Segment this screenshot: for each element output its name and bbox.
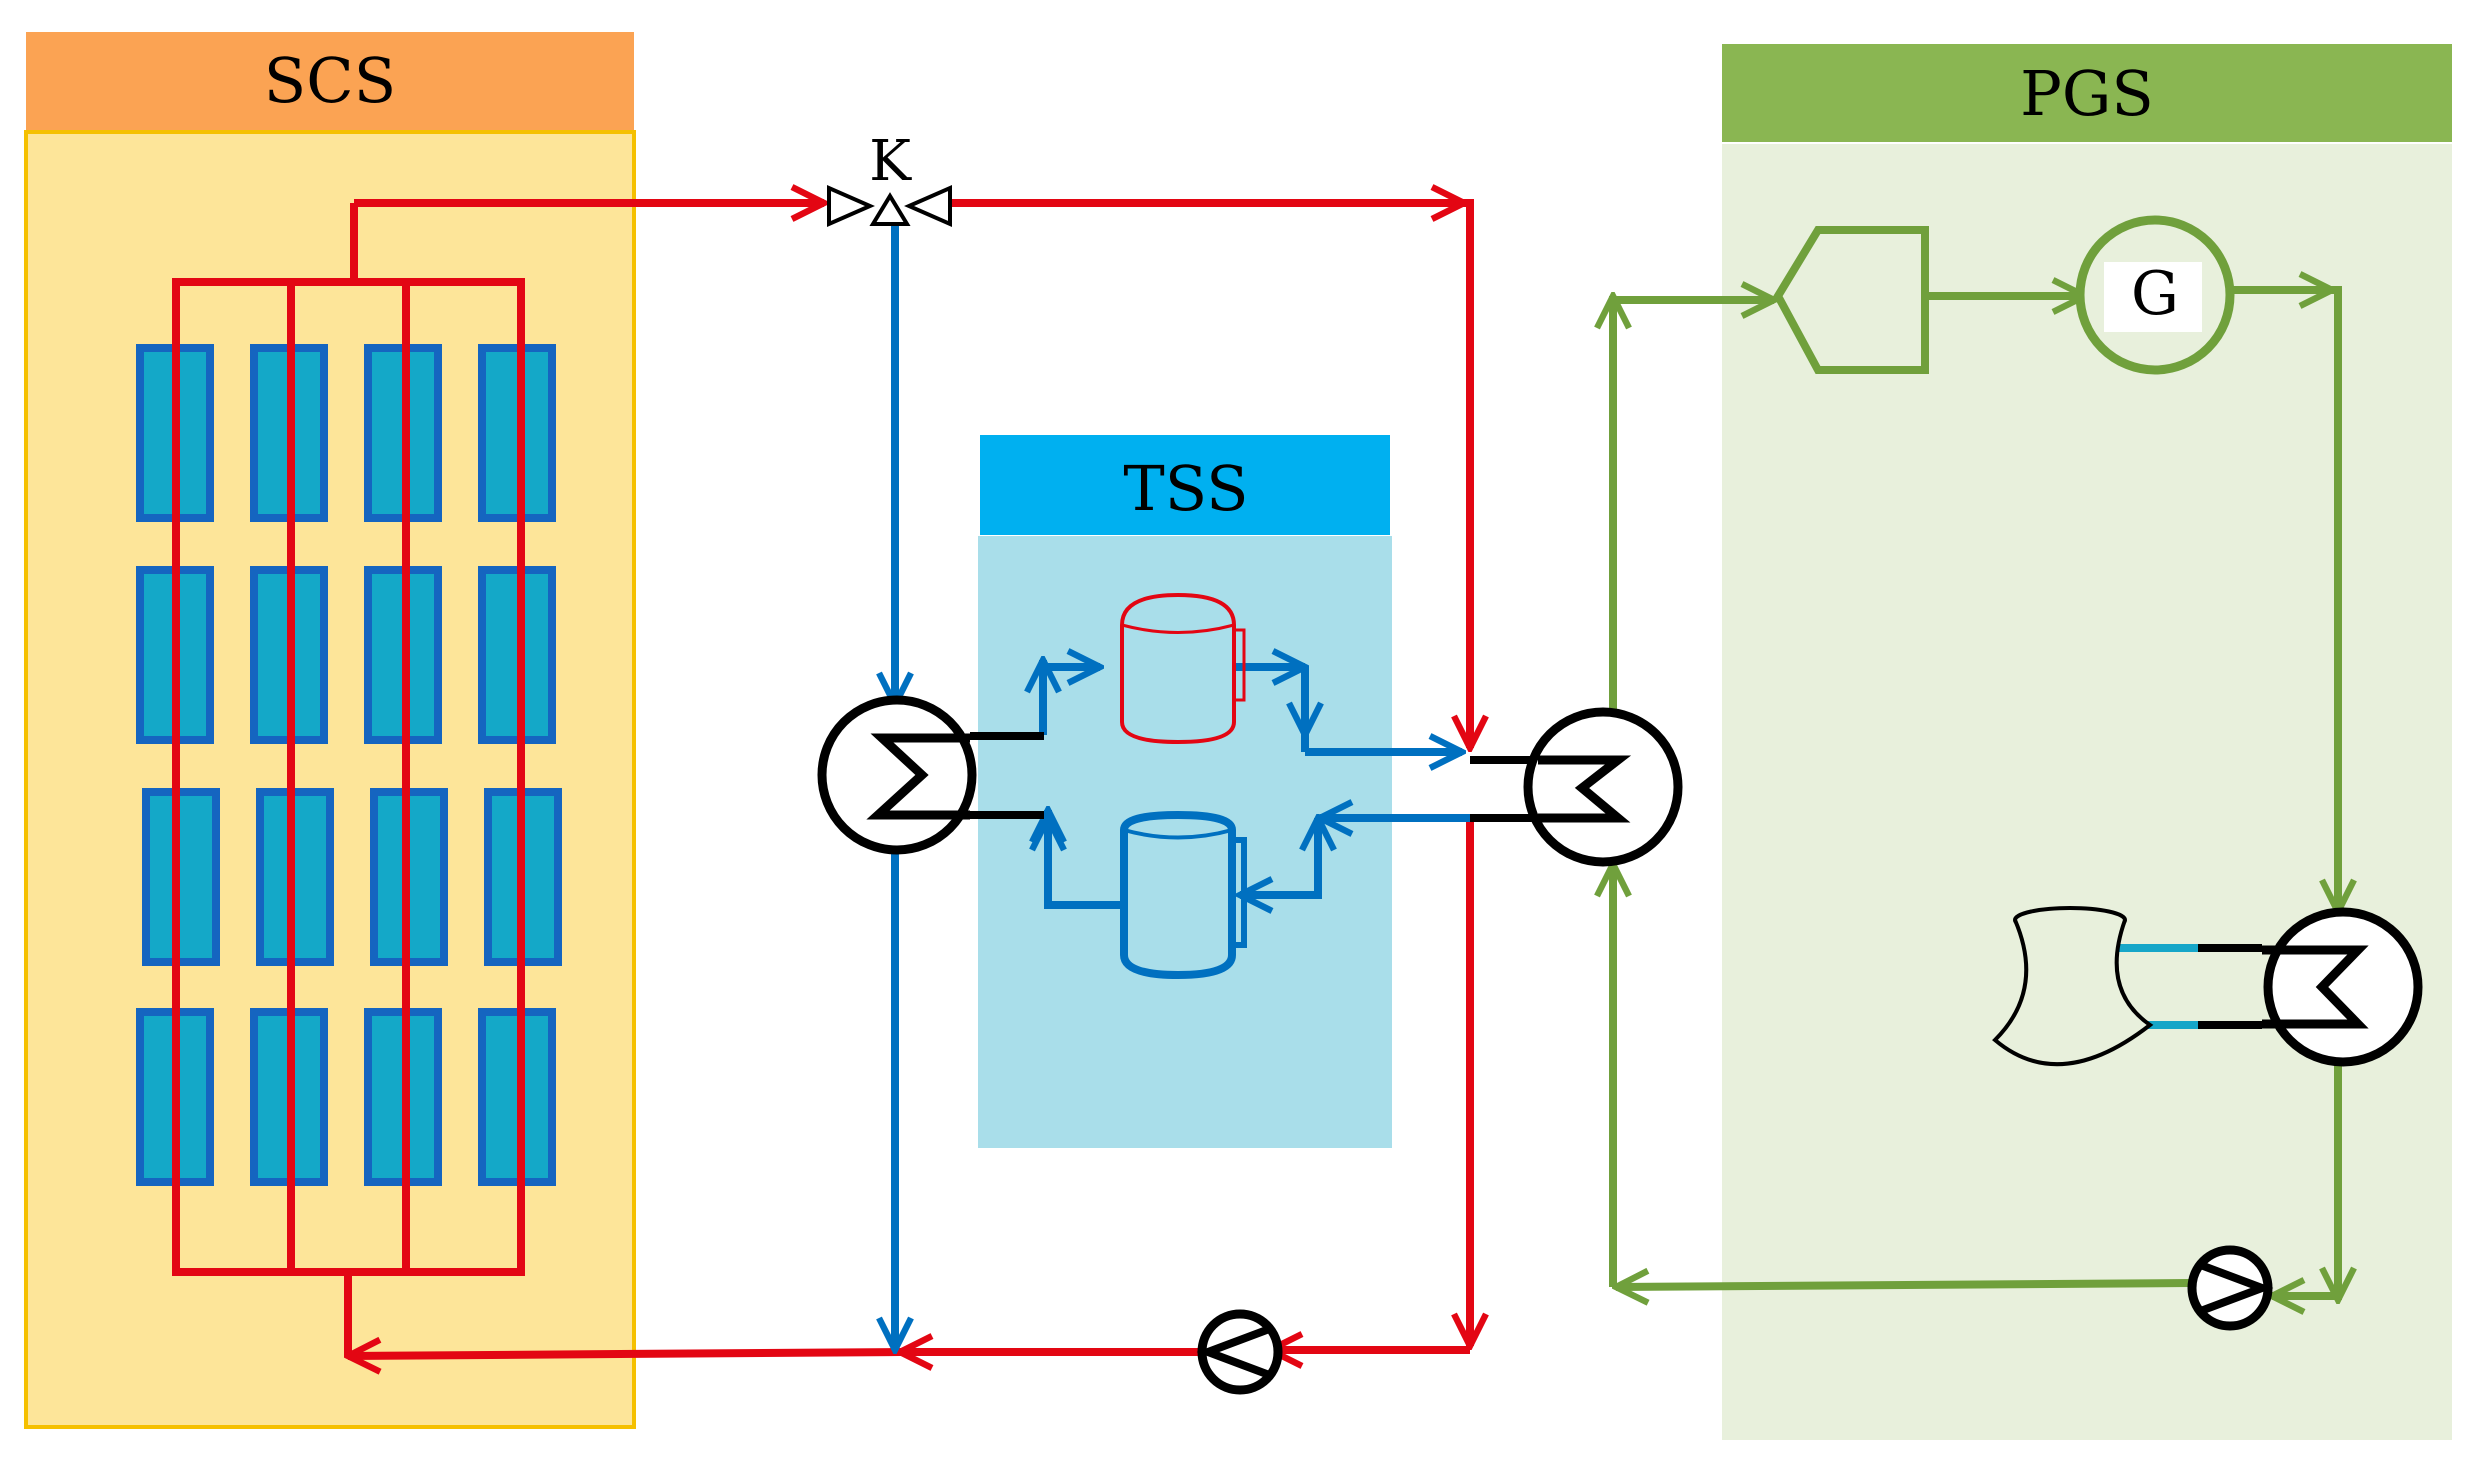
red-loop — [348, 203, 1470, 1356]
solar-collector-panel-icon — [142, 788, 220, 966]
valve-label: K — [869, 129, 912, 194]
hot-tank-icon — [1120, 592, 1246, 745]
scs-header — [26, 32, 634, 130]
heat-exchanger-1 — [817, 695, 1044, 855]
green-loop — [1613, 290, 2338, 1300]
pgs-label: PGS — [2020, 57, 2154, 130]
pump-2-icon — [2187, 1245, 2274, 1331]
pgs-header — [1722, 44, 2452, 142]
scs-label: SCS — [264, 44, 396, 117]
blue-loop — [895, 215, 1478, 1350]
tss-label: TSS — [1123, 452, 1248, 525]
turbine-icon — [1773, 226, 1929, 374]
pump-1-icon — [1196, 1309, 1283, 1395]
heat-exchanger-3 — [2110, 907, 2423, 1067]
cold-tank-icon — [1120, 810, 1247, 980]
three-way-valve-icon: K — [827, 129, 952, 228]
tss-section: TSS — [978, 435, 1392, 1148]
collector-manifold — [172, 203, 525, 1356]
tss-header — [980, 435, 1390, 535]
generator-label: G — [2131, 259, 2179, 329]
heat-exchanger-2 — [1470, 707, 1683, 867]
scs-body — [24, 130, 636, 1429]
generator-icon: G — [2075, 215, 2235, 375]
cooling-tower-icon — [1992, 906, 2154, 1067]
